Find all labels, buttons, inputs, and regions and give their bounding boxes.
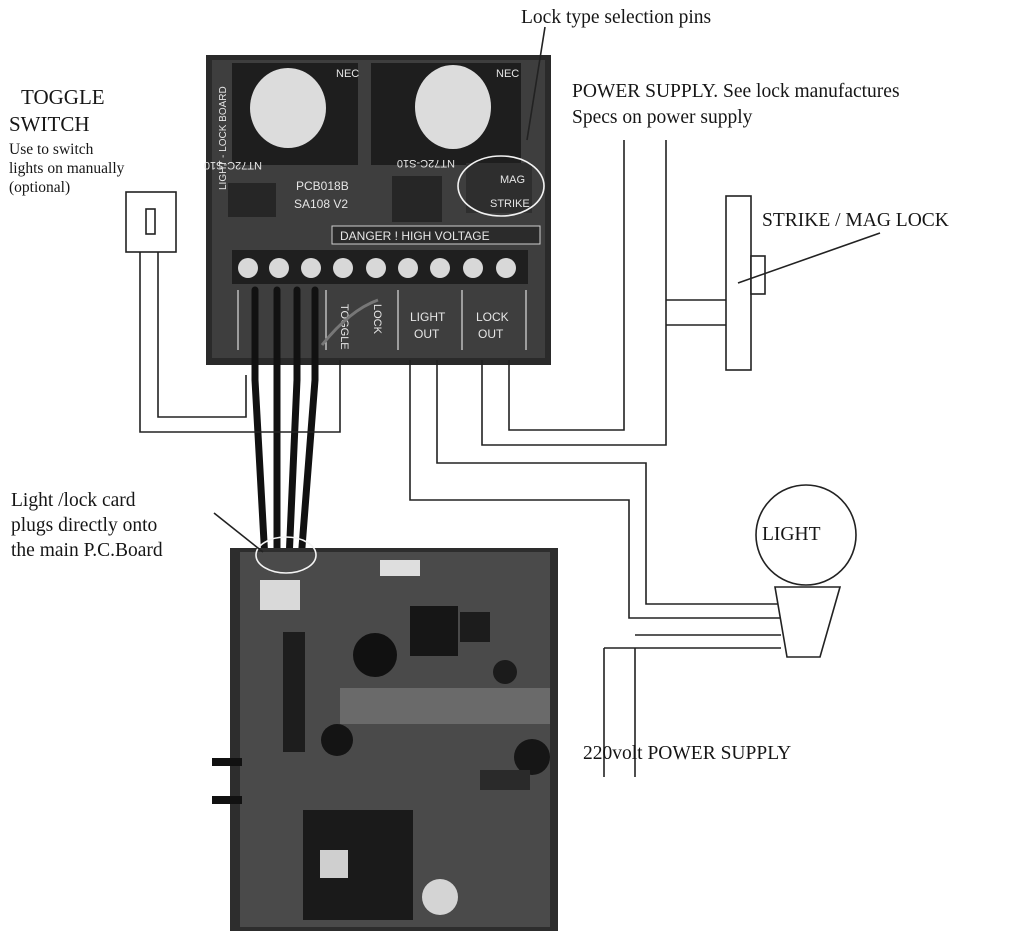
terminal-screw (398, 258, 418, 278)
interconnect-wire (285, 286, 301, 564)
terminal-lock-out-label: LOCK (476, 310, 509, 324)
lock-out-wire-2 (508, 140, 625, 431)
buzzer (353, 633, 397, 677)
terminal-lock-label: LOCK (371, 304, 383, 335)
interconnect-wire (251, 286, 269, 564)
toggle-wire-outer (139, 252, 341, 433)
terminal-screw (301, 258, 321, 278)
terminal-screw (366, 258, 386, 278)
pin-header (283, 632, 305, 752)
lock-jumper-wire (320, 298, 379, 346)
ic-chip (460, 612, 490, 642)
light-out-wire (409, 360, 781, 619)
wiring-lines (125, 26, 881, 777)
board-pcb-code: PCB018B (296, 179, 349, 193)
toggle-switch-lever (145, 208, 156, 235)
relay-right-logo: NEC (496, 68, 519, 80)
toggle-switch-note-line2: lights on manually (9, 160, 125, 177)
mains-supply-label: 220volt POWER SUPPLY (583, 743, 792, 764)
terminal-toggle-label: TOGGLE (338, 304, 350, 350)
power-supply-label-line1: POWER SUPPLY. See lock manufactures (572, 81, 900, 102)
strike-lock-tab (750, 255, 766, 295)
terminal-screw (333, 258, 353, 278)
light-out-wire-2 (436, 360, 789, 605)
board-components-left (228, 183, 276, 217)
jumper-mag-label: MAG (500, 174, 525, 186)
microcontroller-chip (410, 606, 458, 656)
main-pc-board (212, 548, 558, 931)
terminal-light-out-label-2: OUT (414, 327, 440, 341)
lock-out-wire (481, 140, 667, 446)
toggle-switch-title-line2: SWITCH (9, 112, 90, 136)
jumper-strike-label: STRIKE (490, 198, 530, 210)
side-lead (212, 796, 242, 804)
relay-right-reflection (415, 65, 491, 149)
board-components-mid (392, 176, 442, 222)
capacitor-bottom (422, 879, 458, 915)
capacitor-small (493, 660, 517, 684)
terminal-screw (496, 258, 516, 278)
power-supply-label-line2: Specs on power supply (572, 107, 753, 128)
light-lock-card-label-line1: Light /lock card (11, 490, 136, 511)
lock-type-pins-highlight (457, 155, 545, 217)
toggle-switch-note-line3: (optional) (9, 179, 71, 196)
relay-left-marking: NT72C-S10 (204, 159, 262, 171)
danger-text: DANGER ! HIGH VOLTAGE (340, 229, 490, 243)
light-lock-card-label-line2: plugs directly onto (11, 515, 158, 536)
toggle-wire-inner (157, 252, 247, 418)
light-lock-board: NT72C-S10 NEC NT72C-S10 NEC LIGHT - LOCK… (204, 55, 551, 365)
board-pcb-rev: SA108 V2 (294, 197, 348, 211)
terminal-screw (463, 258, 483, 278)
relay-right-marking: NT72C-S10 (397, 157, 455, 169)
relay-left-logo: NEC (336, 68, 359, 80)
interconnect-wires (251, 286, 319, 564)
strike-leader (737, 232, 881, 284)
lock-pins-leader (526, 26, 546, 141)
regulator (480, 770, 530, 790)
capacitor (321, 724, 353, 756)
lock-type-pins-label: Lock type selection pins (521, 7, 712, 28)
toggle-switch-title-line1: TOGGLE (21, 85, 105, 109)
terminal-screw (269, 258, 289, 278)
light-bulb-base (774, 586, 842, 658)
strike-mag-lock-label: STRIKE / MAG LOCK (762, 210, 949, 231)
light-lock-card-label-line3: the main P.C.Board (11, 540, 163, 561)
connector-header (260, 580, 300, 610)
relay-highlight (320, 850, 348, 878)
interconnect-wire (297, 286, 319, 564)
display-strip (340, 688, 550, 724)
danger-strip (331, 225, 541, 245)
board-side-label: LIGHT - LOCK BOARD (218, 86, 229, 190)
relay-left-reflection (250, 68, 326, 148)
component-white (380, 560, 420, 576)
plug-highlight-circle (255, 536, 317, 574)
light-label: LIGHT (762, 524, 821, 545)
side-lead (212, 758, 242, 766)
terminal-lock-out-label-2: OUT (478, 327, 504, 341)
relay-bank (303, 810, 413, 920)
jumper-area (466, 163, 532, 213)
capacitor-large (514, 739, 550, 775)
terminal-screw (238, 258, 258, 278)
terminal-screw (430, 258, 450, 278)
card-leader (213, 512, 264, 553)
terminal-screws (238, 258, 516, 278)
toggle-switch-note-line1: Use to switch (9, 141, 94, 158)
light-bulb-globe (755, 484, 857, 586)
terminal-light-out-label: LIGHT (410, 310, 446, 324)
